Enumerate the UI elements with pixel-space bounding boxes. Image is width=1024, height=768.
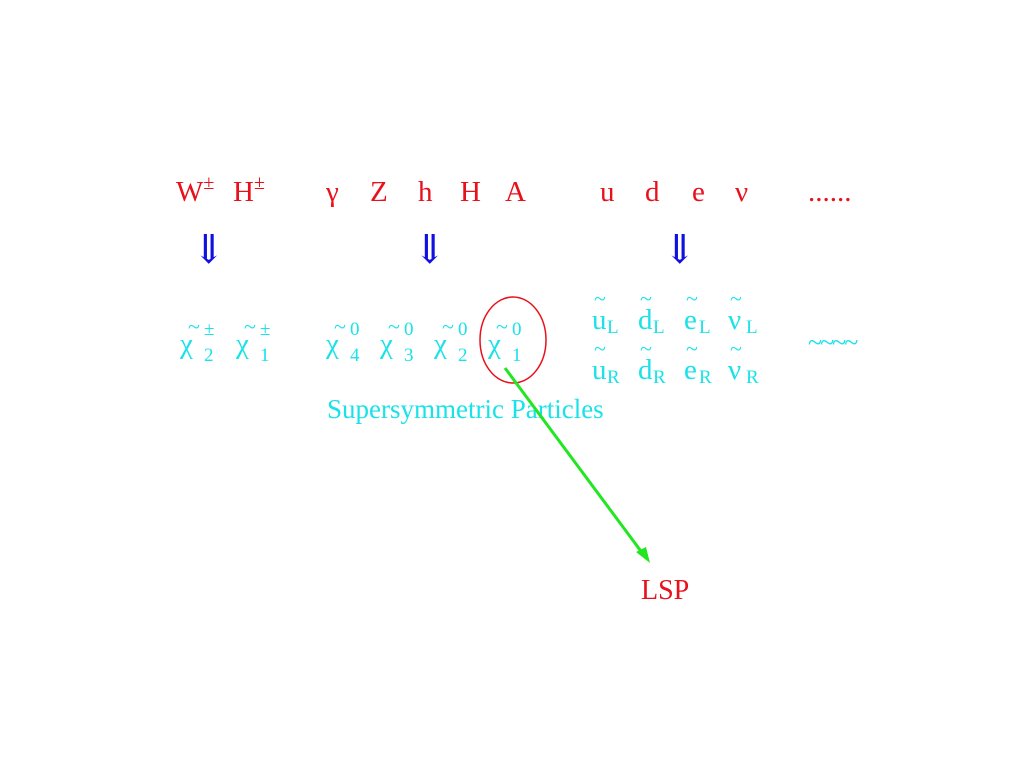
sdown-L: d ~ L xyxy=(638,286,665,338)
light-higgs: h xyxy=(418,176,433,208)
z-boson: Z xyxy=(370,176,388,208)
photon: γ xyxy=(326,176,339,208)
neutralino-2: χ ~ 0 2 xyxy=(434,314,468,366)
charged-higgs: H± xyxy=(233,172,265,208)
chargino-1: χ ~ ± 1 xyxy=(236,314,271,366)
down-quark: d xyxy=(645,176,660,208)
down-arrow-icon: ⇓ xyxy=(663,227,697,272)
pseudoscalar-higgs: A xyxy=(505,176,526,208)
lsp-arrow-line xyxy=(503,367,648,559)
electron: e xyxy=(692,176,705,208)
sup-R: u ~ R xyxy=(592,336,620,388)
chargino-2: χ ~ ± 2 xyxy=(180,314,215,366)
sneutrino-R: ν ~ R xyxy=(728,336,759,388)
selectron-up-L: u ~ L xyxy=(592,286,619,338)
heavy-higgs: H xyxy=(460,176,481,208)
down-arrow-icon: ⇓ xyxy=(413,227,447,272)
neutrino: ν xyxy=(735,176,749,208)
lsp-circle xyxy=(479,296,547,384)
ellipsis: ...... xyxy=(808,176,852,208)
down-arrow-icon: ⇓ xyxy=(192,227,226,272)
sneutrino-L: ν ~ L xyxy=(728,286,758,338)
lsp-arrowhead-icon xyxy=(636,547,650,563)
neutralino-3: χ ~ 0 3 xyxy=(380,314,414,366)
w-boson: W± xyxy=(176,172,215,208)
selectron-R: e ~ R xyxy=(684,336,712,388)
neutralino-4: χ ~ 0 4 xyxy=(326,314,360,366)
selectron-L: e ~ L xyxy=(684,286,711,338)
wavy-ellipsis: ~~~~ xyxy=(808,328,858,357)
susy-caption: Supersymmetric Particles xyxy=(327,394,604,424)
lsp-label: LSP xyxy=(641,575,690,606)
neutralino-1: χ ~ 0 1 xyxy=(488,314,522,366)
up-quark: u xyxy=(600,176,615,208)
sdown-R: d ~ R xyxy=(638,336,666,388)
